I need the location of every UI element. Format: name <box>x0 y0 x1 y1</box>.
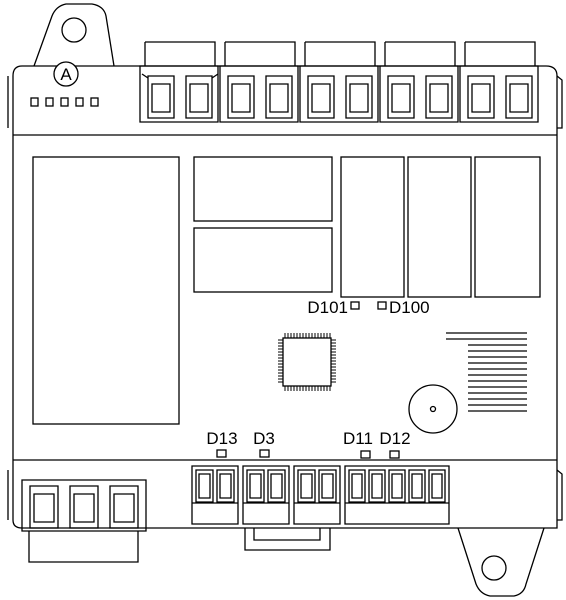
power-terminal <box>21 479 147 563</box>
callout-letter: A <box>60 65 72 84</box>
housing <box>7 65 563 529</box>
microcontroller-chip <box>278 333 336 391</box>
top-terminal-block <box>379 41 459 123</box>
lower-component-block <box>193 227 333 293</box>
top-terminal-block <box>459 41 539 123</box>
bottom-terminal-block-2p <box>191 465 239 525</box>
label-d13: D13 <box>206 429 237 448</box>
upper-component-block <box>193 156 333 222</box>
label-d101: D101 <box>307 298 348 317</box>
top-mounting-tab <box>33 3 115 67</box>
led-d100 <box>377 301 387 310</box>
bottom-terminal-blocks <box>191 465 450 525</box>
top-terminal-block <box>139 41 219 123</box>
led-d11 <box>360 450 371 459</box>
label-d11: D11 <box>343 429 373 448</box>
bottom-terminal-block-2p <box>242 465 290 525</box>
label-d100: D100 <box>389 298 430 317</box>
label-d3: D3 <box>253 429 275 448</box>
relay <box>407 156 472 298</box>
led-d3 <box>259 449 270 458</box>
relays <box>340 156 541 298</box>
vent-slots <box>446 332 527 412</box>
relay <box>474 156 541 298</box>
transformer-block <box>32 156 180 425</box>
top-terminal-blocks <box>139 41 539 123</box>
label-d12: D12 <box>379 429 410 448</box>
top-terminal-block <box>299 41 379 123</box>
relay <box>340 156 405 298</box>
led-d101 <box>350 301 360 310</box>
top-status-leds <box>30 97 99 107</box>
callout-circle <box>53 61 79 87</box>
led-d12 <box>389 450 400 459</box>
led-d13 <box>216 449 227 458</box>
bottom-terminal-block-2p <box>293 465 341 525</box>
bottom-terminal-block-5p <box>344 465 450 525</box>
bottom-mounting-tab <box>457 527 545 597</box>
buzzer <box>408 384 458 434</box>
bottom-clip <box>244 528 331 551</box>
top-terminal-block <box>219 41 299 123</box>
